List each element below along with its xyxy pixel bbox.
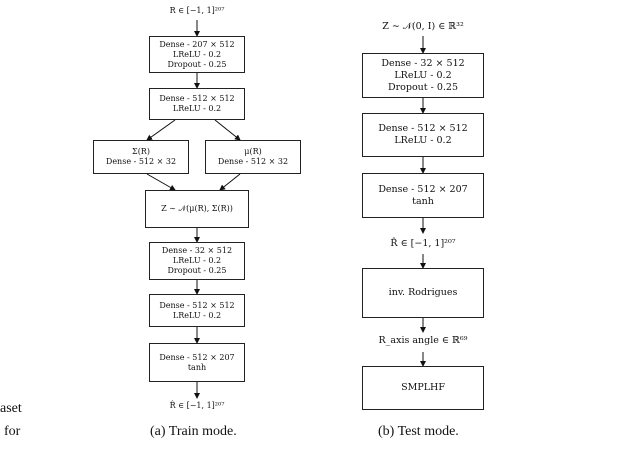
layer-text: SMPLHF	[401, 382, 445, 393]
train-arrow	[219, 173, 241, 191]
layer-text: Dense - 512 × 512	[159, 94, 235, 103]
train-encoder-block-2: Dense - 512 × 512 LReLU - 0.2	[149, 88, 245, 120]
layer-text: LReLU - 0.2	[394, 135, 452, 146]
test-axis-angle-label: R_axis angle ∈ ℝ⁶⁹	[378, 335, 468, 346]
layer-text: LReLU - 0.2	[172, 310, 222, 320]
train-output-label: R̂ ∈ [−1, 1]²⁰⁷	[169, 401, 225, 410]
test-input-label: Z ∼ 𝒩(0, I) ∈ ℝ³²	[382, 21, 464, 32]
train-sigma-head: Σ(R) Dense - 512 × 32	[93, 140, 189, 174]
train-arrow	[214, 119, 241, 141]
layer-text: Dropout - 0.25	[387, 81, 459, 93]
train-decoder-block-3: Dense - 512 × 207 tanh	[149, 343, 245, 382]
layer-text: Dense - 512 × 32	[105, 157, 177, 166]
train-decoder-block-1: Dense - 32 × 512 LReLU - 0.2 Dropout - 0…	[149, 242, 245, 280]
layer-text: Dense - 512 × 512	[378, 123, 468, 134]
layer-text: Dense - 512 × 207	[159, 352, 235, 362]
layer-text: tanh	[412, 195, 434, 207]
test-smplhf-box: SMPLHF	[362, 366, 484, 410]
layer-text: Dense - 207 × 512	[159, 39, 235, 49]
margin-fragment: for	[4, 424, 21, 439]
layer-text: Dropout - 0.25	[167, 266, 227, 275]
layer-text: LReLU - 0.2	[394, 69, 452, 81]
layer-text: LReLU - 0.2	[172, 49, 222, 59]
test-caption: (b) Test mode.	[378, 424, 459, 439]
test-block-3: Dense - 512 × 207 tanh	[362, 173, 484, 218]
test-inv-rodrigues-box: inv. Rodrigues	[362, 268, 484, 318]
test-block-2: Dense - 512 × 512 LReLU - 0.2	[362, 113, 484, 157]
layer-text: Dense - 32 × 512	[161, 246, 233, 255]
layer-text: LReLU - 0.2	[172, 256, 222, 265]
margin-fragment: aset	[0, 401, 22, 416]
layer-text: Dense - 512 × 32	[217, 157, 289, 166]
layer-text: tanh	[187, 362, 207, 372]
layer-text: Dense - 32 × 512	[381, 57, 465, 69]
layer-text: Σ(R)	[132, 147, 150, 156]
layer-text: inv. Rodrigues	[388, 287, 458, 298]
layer-text: Dense - 512 × 512	[159, 300, 235, 310]
test-rhat-label: R̂ ∈ [−1, 1]²⁰⁷	[390, 238, 456, 249]
train-decoder-block-2: Dense - 512 × 512 LReLU - 0.2	[149, 294, 245, 327]
train-input-label: R ∈ [−1, 1]²⁰⁷	[169, 6, 225, 15]
layer-text: μ(R)	[244, 147, 262, 156]
layer-text: Dense - 512 × 207	[378, 183, 468, 195]
train-sampling-box: Z ∼ 𝒩(μ(R), Σ(R))	[145, 190, 249, 228]
layer-text: Z ∼ 𝒩(μ(R), Σ(R))	[161, 204, 233, 213]
layer-text: Dropout - 0.25	[167, 59, 227, 69]
train-arrow	[146, 173, 176, 191]
train-encoder-block-1: Dense - 207 × 512 LReLU - 0.2 Dropout - …	[149, 36, 245, 73]
layer-text: LReLU - 0.2	[172, 104, 222, 113]
test-block-1: Dense - 32 × 512 LReLU - 0.2 Dropout - 0…	[362, 53, 484, 98]
train-caption: (a) Train mode.	[150, 424, 237, 439]
train-arrow	[146, 119, 176, 141]
train-mu-head: μ(R) Dense - 512 × 32	[205, 140, 301, 174]
